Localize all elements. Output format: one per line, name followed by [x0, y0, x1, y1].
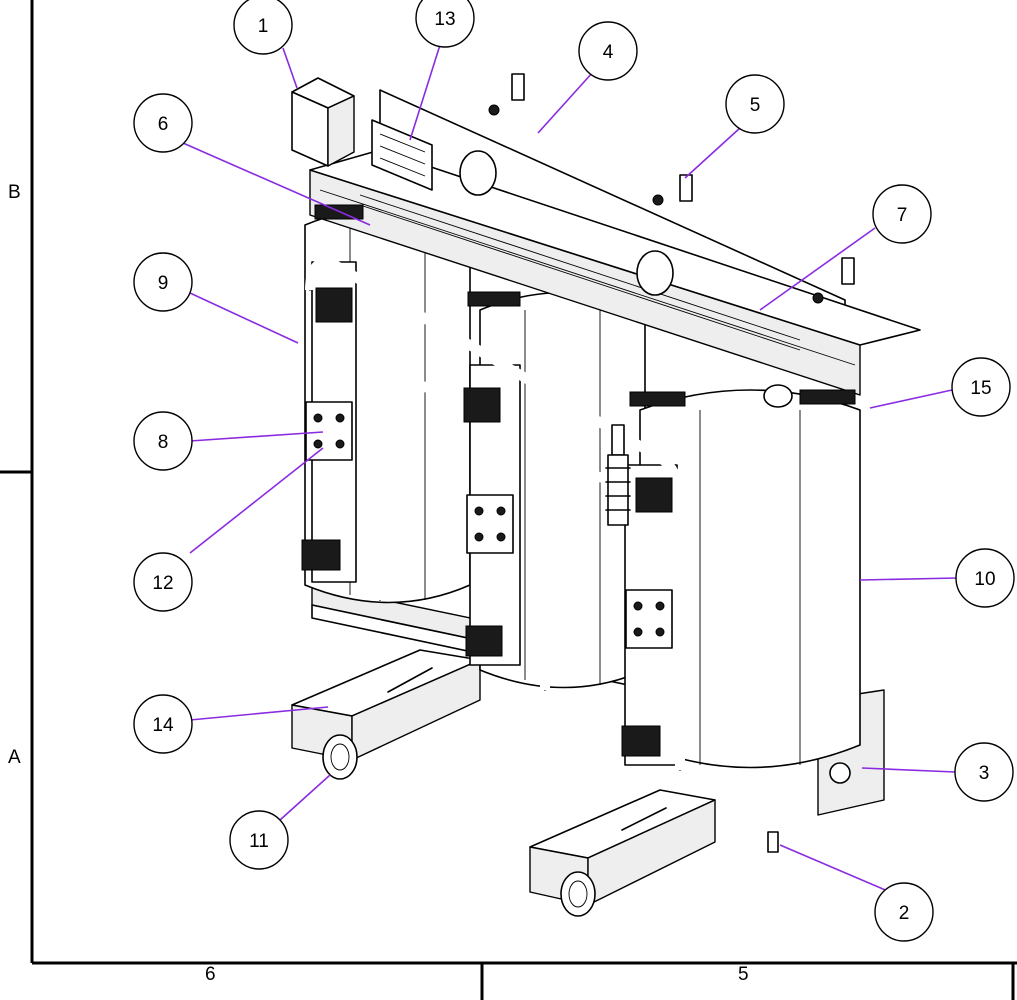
balloon-7: 7 — [872, 184, 932, 244]
balloon-label: 2 — [899, 903, 910, 924]
balloon-12: 12 — [133, 552, 193, 612]
tap-plates — [305, 401, 673, 649]
balloon-label: 12 — [152, 573, 173, 594]
hv-connection-bars — [305, 256, 685, 771]
balloon-6: 6 — [133, 93, 193, 153]
item-balloons: 1 13 4 5 6 7 9 15 8 12 10 14 3 11 2 — [133, 0, 1015, 942]
surge-arrester — [605, 424, 631, 526]
balloon-label: 15 — [970, 378, 991, 399]
top-yoke — [309, 73, 921, 408]
balloon-label: 13 — [434, 9, 455, 30]
balloon-4: 4 — [578, 21, 638, 81]
balloon-2: 2 — [874, 882, 934, 942]
balloon-label: 1 — [258, 16, 269, 37]
balloon-label: 10 — [974, 569, 995, 590]
balloon-9: 9 — [133, 252, 193, 312]
terminal-box — [291, 77, 355, 167]
zone-label-b: B — [8, 182, 21, 203]
balloon-8: 8 — [133, 411, 193, 471]
earthing-stud — [767, 831, 779, 853]
balloon-label: 4 — [603, 42, 614, 63]
balloon-10: 10 — [955, 548, 1015, 608]
balloon-label: 11 — [249, 831, 269, 852]
balloon-14: 14 — [133, 694, 193, 754]
leader-lines — [182, 44, 958, 893]
zone-label-a: A — [8, 747, 21, 768]
zone-label-5: 5 — [738, 964, 749, 985]
balloon-13: 13 — [415, 0, 475, 48]
balloon-3: 3 — [954, 742, 1014, 802]
balloon-label: 9 — [158, 273, 169, 294]
coil-right — [624, 389, 861, 769]
balloon-5: 5 — [725, 74, 785, 134]
lead-clamps — [301, 287, 673, 757]
balloon-label: 5 — [750, 95, 761, 116]
balloon-1: 1 — [233, 0, 293, 55]
balloon-label: 6 — [158, 114, 169, 135]
balloon-label: 3 — [979, 763, 990, 784]
balloon-15: 15 — [951, 357, 1011, 417]
balloon-label: 14 — [152, 715, 174, 736]
balloon-label: 7 — [897, 205, 908, 226]
zone-label-6: 6 — [205, 964, 216, 985]
balloon-label: 8 — [158, 432, 169, 453]
balloon-11: 11 — [229, 810, 289, 870]
